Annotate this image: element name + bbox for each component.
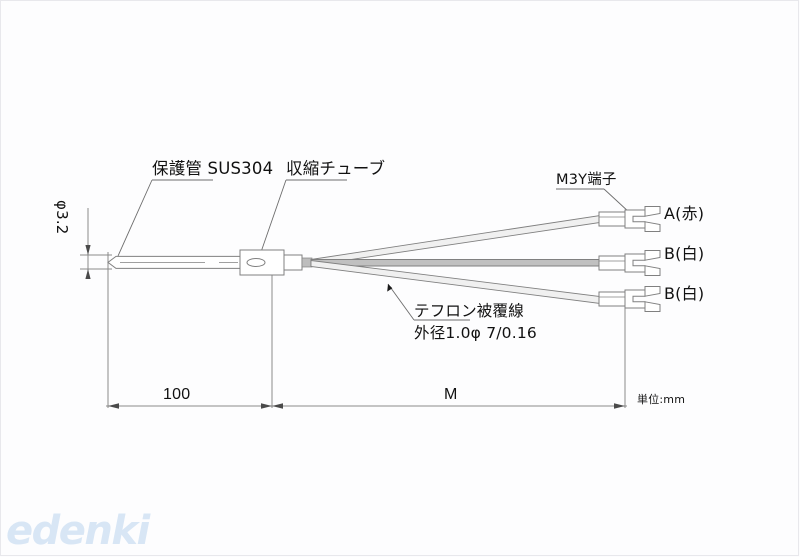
label-shrink-tube: 収縮チューブ bbox=[286, 159, 386, 178]
leader-line-teflon bbox=[387, 283, 415, 321]
shrink-tube-body bbox=[239, 249, 285, 276]
dimension-arrowheads bbox=[85, 245, 625, 409]
lead-wire-lower bbox=[310, 259, 601, 305]
lead-wire-upper bbox=[310, 214, 601, 267]
label-unit-note: 単位:mm bbox=[637, 393, 686, 406]
label-dimension-sheath-length: 100 bbox=[163, 386, 191, 403]
label-terminal-a-red: A(赤) bbox=[664, 204, 705, 223]
lead-wire-middle bbox=[310, 259, 601, 267]
leader-line-m3y bbox=[603, 188, 631, 214]
edenki-watermark: edenki bbox=[6, 508, 150, 554]
label-dimension-lead-length: M bbox=[444, 386, 458, 403]
label-teflon-wire: テフロン被覆線 bbox=[414, 302, 524, 320]
label-m3y-terminal: M3Y端子 bbox=[556, 172, 617, 188]
m3y-terminal-lower bbox=[598, 286, 661, 312]
m3y-terminal-upper bbox=[598, 206, 661, 232]
wire-transition-collar bbox=[283, 254, 313, 271]
m3y-terminal-middle bbox=[598, 250, 661, 276]
protective-sheath bbox=[107, 255, 241, 269]
leader-line-shrink bbox=[260, 179, 287, 253]
label-teflon-wire-spec: 外径1.0φ 7/0.16 bbox=[414, 324, 537, 342]
lead-wire-group bbox=[310, 214, 601, 305]
label-terminal-b-white-1: B(白) bbox=[664, 244, 705, 263]
leader-line-sheath bbox=[117, 179, 153, 257]
label-dimension-diameter: φ3.2 bbox=[53, 200, 71, 235]
label-protective-sheath: 保護管 SUS304 bbox=[152, 159, 274, 178]
label-terminal-b-white-2: B(白) bbox=[664, 284, 705, 303]
shrink-tube-detail-ellipse bbox=[246, 258, 266, 267]
